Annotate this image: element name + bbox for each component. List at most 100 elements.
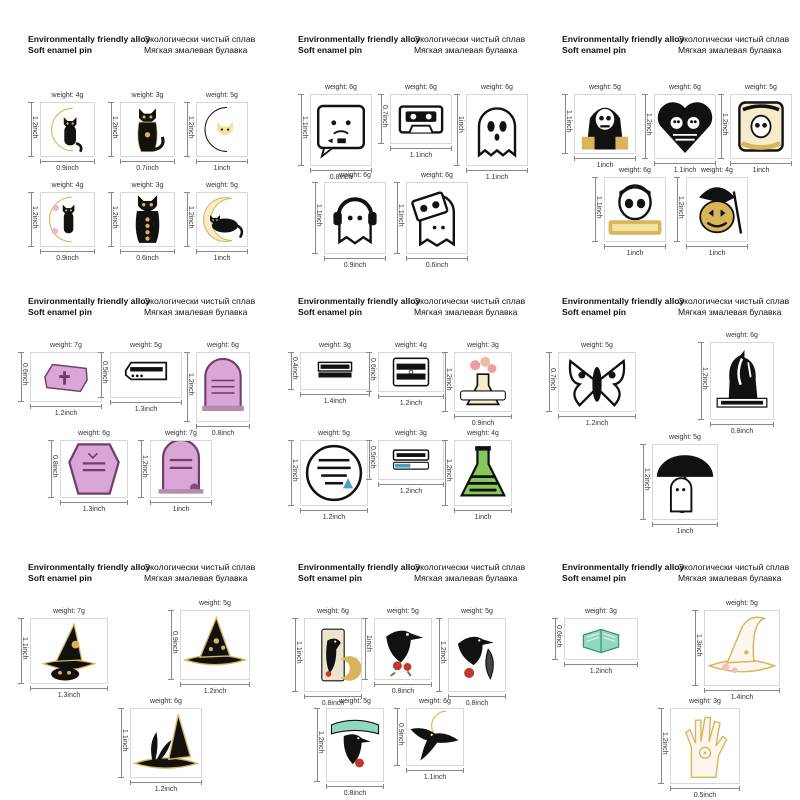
pin-weight: weight: 5g [461,608,493,615]
header-en-line2: Soft enamel pin [28,307,92,317]
height-dimension-line [28,192,34,247]
pin-weight: weight: 4g [51,182,84,189]
height-dimension-line [292,618,298,692]
pin-weight: weight: 6g [78,430,110,437]
pin-image [454,352,512,412]
pin-image [466,94,528,166]
pin-width: 1.3inch [57,692,81,699]
pin-weight: weight: 6g [421,172,453,179]
pin-weight: weight: 5g [199,600,231,607]
pin-height: 1inch [365,635,372,652]
header-en-line2: Soft enamel pin [28,45,92,55]
height-dimension-line [552,618,558,660]
header-ru-line1: Экологически чистый сплав [144,562,256,572]
pin-width: 1.1inch [423,774,447,781]
pin-height: 1.3inch [695,634,702,657]
width-dimension-line [574,156,636,161]
pin-height: 1.1inch [565,110,572,133]
pin-width: 1.2inch [203,688,227,695]
pin-width: 1inch [596,162,614,169]
header-ru-line2: Мягкая змалевая булавка [144,45,248,55]
pin-weight: weight: 3g [467,342,499,349]
width-dimension-line [652,522,718,527]
height-dimension-line [640,444,646,520]
width-dimension-line [60,500,128,505]
pin-height: 1.2inch [141,455,148,478]
pin-weight: weight: 7g [53,608,85,615]
header-ru-line2: Мягкая змалевая булавка [678,573,782,583]
pin-image [574,94,636,154]
header-ru-line2: Мягкая змалевая булавка [144,573,248,583]
height-dimension-line [28,102,34,157]
width-dimension-line [180,682,250,687]
pin-height: 1.2inch [31,115,38,139]
header-en-line2: Soft enamel pin [562,45,626,55]
width-dimension-line [196,159,248,164]
pin-image [300,352,370,390]
height-dimension-line [108,192,114,247]
width-dimension-line [704,688,780,693]
pin-width: 1.2inch [54,410,78,417]
pin-height: 0.5inch [101,361,108,384]
height-dimension-line [168,610,174,680]
pin-weight: weight: 5g [130,342,162,349]
pin-image [448,618,506,692]
pin-image [710,342,774,420]
width-dimension-line [196,249,248,254]
pin-weight: weight: 5g [206,92,238,99]
height-dimension-line [184,192,190,247]
header-en-line2: Soft enamel pin [28,573,92,583]
pin-width: 1.2inch [154,786,178,793]
pin-weight: weight: 6g [669,84,701,91]
header-ru-line2: Мягкая змалевая булавка [144,307,248,317]
pin-height: 0.5inch [369,446,376,469]
pin-width: 0.9inch [343,262,367,269]
pin-weight: weight: 6g [726,332,758,339]
pin-image [30,352,102,402]
pin-width: 1.1inch [485,174,509,181]
pin-image [130,708,202,778]
pin-weight: weight: 3g [585,608,617,615]
pin-height: 0.6inch [555,625,562,648]
pin-width: 0.8inch [391,688,415,695]
pin-image [686,177,748,242]
pin-image [196,352,250,422]
pin-width: 0.8inch [343,790,367,797]
pin-width: 1.2inch [322,514,346,521]
pin-image [704,610,780,686]
height-dimension-line [394,182,400,254]
width-dimension-line [378,394,444,399]
pin-height: 1.1inch [595,195,602,219]
pin-image [406,708,464,766]
pin-weight: weight: 6g [339,172,371,179]
height-dimension-line [546,352,552,412]
pin-width: 1inch [213,255,231,262]
height-dimension-line [692,610,698,686]
pin-weight: weight: 7g [50,342,82,349]
header-ru-line1: Экологически чистый сплав [678,34,790,44]
width-dimension-line [324,256,386,261]
pin-width: 1inch [172,506,190,513]
pin-height: 0.7inch [549,368,556,391]
pin-height: 1.1inch [121,729,128,752]
